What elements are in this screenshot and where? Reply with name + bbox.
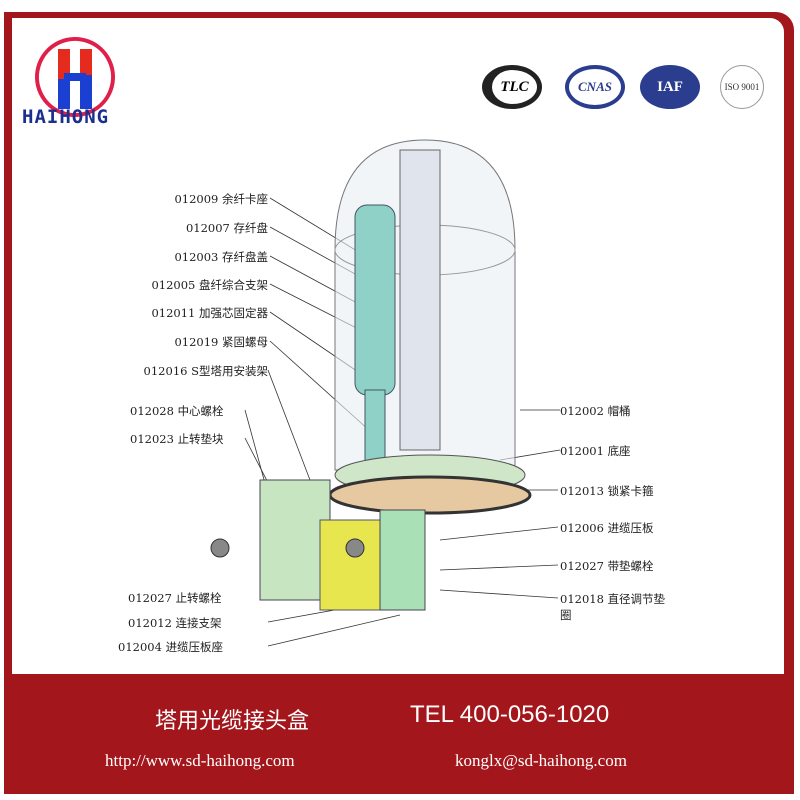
part-label: 012013 锁紧卡箍 xyxy=(560,484,654,498)
haihong-logo xyxy=(35,37,115,117)
part-label: 012028 中心螺栓 xyxy=(130,404,224,418)
part-label: 012001 底座 xyxy=(560,444,631,458)
product-name: 塔用光缆接头盒 xyxy=(155,709,310,734)
website-link[interactable]: http://www.sd-haihong.com xyxy=(105,751,295,770)
part-label: 012019 紧固螺母 xyxy=(174,335,268,349)
iaf-cert-logo: IAF xyxy=(640,65,700,109)
part-label: 012002 帽桶 xyxy=(560,404,631,418)
part-label: 012006 进缆压板 xyxy=(560,521,654,535)
part-label: 012027 带垫螺栓 xyxy=(560,559,654,573)
part-label: 012023 止转垫块 xyxy=(130,432,224,446)
part-label: 012012 连接支架 xyxy=(128,616,222,630)
part-label: 012027 止转螺栓 xyxy=(128,591,222,605)
closure-diagram xyxy=(210,139,561,647)
iso-cert-logo: ISO 9001 xyxy=(720,65,764,109)
telephone: TEL 400-056-1020 xyxy=(410,701,610,728)
part-label: 012007 存纤盘 xyxy=(185,221,268,235)
part-label: 012018 直径调节垫圈 xyxy=(560,592,666,622)
part-label: 012003 存纤盘盖 xyxy=(174,250,268,264)
brand-name: HAIHONG xyxy=(22,106,110,128)
tlc-cert-logo: TLC xyxy=(482,65,542,109)
part-label: 012011 加强芯固定器 xyxy=(151,306,268,320)
email-link[interactable]: konglx@sd-haihong.com xyxy=(455,751,627,770)
cnas-cert-logo: CNAS xyxy=(565,65,625,109)
part-label: 012016 S型塔用安装架 xyxy=(143,364,268,378)
part-label: 012009 余纤卡座 xyxy=(174,192,268,206)
part-label: 012004 进缆压板座 xyxy=(118,640,224,654)
part-label: 012005 盘纤综合支架 xyxy=(151,278,268,292)
